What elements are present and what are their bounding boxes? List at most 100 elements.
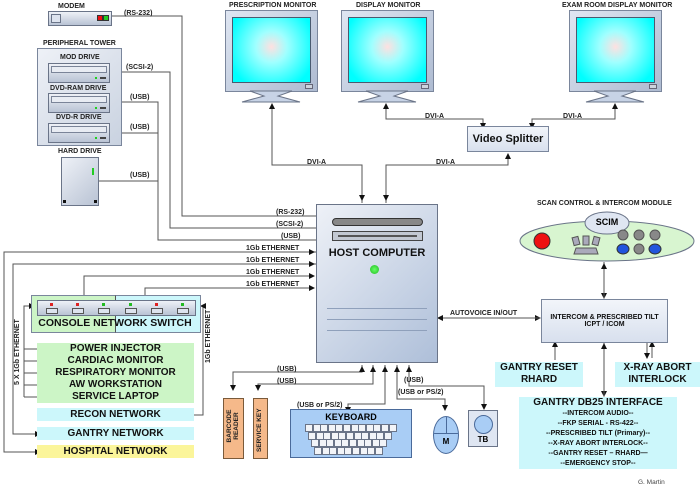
video-splitter[interactable]: Video Splitter bbox=[467, 126, 549, 152]
keyboard-key bbox=[358, 424, 367, 432]
modem-title: MODEM bbox=[58, 3, 85, 10]
keyboard-key bbox=[352, 446, 360, 455]
modem-link-label: (RS-232) bbox=[124, 10, 153, 17]
keyboard-key bbox=[374, 446, 383, 455]
host-input-eth4: 1Gb ETHERNET bbox=[246, 281, 300, 288]
console-network-switch[interactable] bbox=[37, 300, 196, 316]
keyboard-key bbox=[314, 446, 322, 455]
switch-port-2[interactable] bbox=[71, 302, 85, 314]
db25-line: --EMERGENCY STOP-- bbox=[560, 460, 636, 467]
wire-rs232 bbox=[110, 15, 316, 217]
mod-drive-title: MOD DRIVE bbox=[60, 54, 100, 61]
keyboard-key bbox=[359, 446, 368, 455]
keyboard-key bbox=[361, 431, 370, 440]
scim-red-button bbox=[533, 232, 551, 250]
switch-port-5[interactable] bbox=[150, 302, 163, 314]
mouse-title: M bbox=[442, 437, 450, 446]
host-input-eth3: 1Gb ETHERNET bbox=[246, 269, 300, 276]
db25-line: --FKP SERIAL - RS-422-- bbox=[557, 420, 639, 427]
switch-port-1[interactable] bbox=[45, 302, 59, 314]
keyboard[interactable]: KEYBOARD bbox=[290, 409, 412, 458]
switch-port-6[interactable] bbox=[176, 302, 189, 314]
modem-green-led-icon bbox=[103, 15, 109, 21]
host-input-scsi2: (SCSI-2) bbox=[276, 221, 304, 228]
dvd-r-drive-title: DVD-R DRIVE bbox=[56, 114, 102, 121]
mouse[interactable]: M bbox=[433, 416, 459, 454]
icpt-module[interactable]: INTERCOM & PRESCRIBED TILT ICPT / ICOM bbox=[541, 299, 668, 343]
dvd-ram-drive[interactable] bbox=[48, 93, 110, 113]
host-computer[interactable]: HOST COMPUTER bbox=[316, 204, 438, 363]
keyboard-key bbox=[381, 424, 389, 432]
keyboard-key bbox=[388, 424, 397, 432]
dvd-r-link-label: (USB) bbox=[130, 124, 150, 131]
display-monitor-stand bbox=[357, 90, 417, 103]
keyboard-key bbox=[330, 431, 339, 440]
gantry-db25-title: GANTRY DB25 INTERFACE bbox=[533, 397, 663, 408]
barcode-reader[interactable]: BARCODE READER bbox=[223, 398, 244, 459]
service-key[interactable]: SERVICE KEY bbox=[253, 398, 268, 459]
mod-drive[interactable] bbox=[48, 63, 110, 83]
wire-scsi2 bbox=[110, 71, 316, 229]
switch-port-3[interactable] bbox=[97, 302, 111, 314]
trackball[interactable]: TB bbox=[468, 410, 498, 447]
keyboard-link-label: (USB or PS/2) bbox=[297, 402, 343, 409]
keyboard-key bbox=[323, 431, 332, 440]
xray-abort-interlock[interactable]: X-RAY ABORT INTERLOCK bbox=[615, 362, 700, 387]
keyboard-key bbox=[364, 439, 373, 448]
keyboard-keys bbox=[305, 424, 397, 455]
hard-drive[interactable] bbox=[61, 157, 99, 206]
hospital-network[interactable]: HOSPITAL NETWORK bbox=[37, 445, 194, 458]
keyboard-key bbox=[350, 424, 359, 432]
scim-badge: SCIM bbox=[595, 217, 619, 227]
keyboard-key bbox=[376, 431, 385, 440]
exam-room-monitor[interactable] bbox=[569, 10, 662, 92]
keyboard-key bbox=[373, 424, 382, 432]
keyboard-key bbox=[341, 439, 350, 448]
keyboard-key bbox=[308, 431, 316, 440]
keyboard-key bbox=[343, 424, 351, 432]
host-drive-bay bbox=[332, 231, 423, 241]
host-slot-icon bbox=[332, 218, 423, 226]
host-power-led-icon bbox=[370, 265, 379, 274]
barcode-link-label: (USB) bbox=[277, 366, 297, 373]
display-monitor[interactable] bbox=[341, 10, 434, 92]
keyboard-key bbox=[320, 424, 329, 432]
keyboard-key bbox=[315, 431, 324, 440]
modem-device[interactable] bbox=[48, 11, 112, 26]
keyboard-key bbox=[333, 439, 342, 448]
modem-port-icon bbox=[51, 14, 61, 23]
db25-line: --GANTRY RESET – RHARD— bbox=[548, 450, 648, 457]
keyboard-key bbox=[346, 431, 354, 440]
client-service-laptop: SERVICE LAPTOP bbox=[72, 391, 159, 402]
switch-left-link-label: 5 X 1Gb ETHERNET bbox=[14, 319, 21, 385]
exam-room-monitor-screen bbox=[576, 17, 655, 83]
switch-port-4[interactable] bbox=[124, 302, 137, 314]
exam-room-monitor-stand bbox=[585, 90, 645, 103]
client-aw-workstation: AW WORKSTATION bbox=[69, 379, 162, 390]
dvd-ram-link-label: (USB) bbox=[130, 94, 150, 101]
keyboard-key bbox=[356, 439, 365, 448]
gantry-reset[interactable]: GANTRY RESET RHARD bbox=[495, 362, 583, 387]
client-cardiac-monitor: CARDIAC MONITOR bbox=[67, 355, 164, 366]
trackball-title: TB bbox=[477, 435, 489, 444]
recon-network[interactable]: RECON NETWORK bbox=[37, 408, 194, 421]
keyboard-key bbox=[311, 439, 319, 448]
keyboard-key bbox=[329, 446, 338, 455]
keyboard-key bbox=[318, 439, 327, 448]
trackball-ball-icon bbox=[474, 415, 493, 434]
prescription-monitor[interactable] bbox=[225, 10, 318, 92]
gantry-network[interactable]: GANTRY NETWORK bbox=[37, 427, 194, 440]
db25-line: --INTERCOM AUDIO-- bbox=[562, 410, 634, 417]
host-input-usb: (USB) bbox=[281, 233, 301, 240]
dvd-ram-drive-title: DVD-RAM DRIVE bbox=[50, 85, 107, 92]
autovoice-link-label: AUTOVOICE IN/OUT bbox=[450, 310, 518, 317]
prescription-monitor-stand bbox=[241, 90, 301, 103]
scim-module[interactable] bbox=[517, 208, 697, 264]
keyboard-key bbox=[365, 424, 374, 432]
keyboard-key bbox=[336, 446, 345, 455]
keyboard-key bbox=[338, 431, 347, 440]
dvd-r-drive[interactable] bbox=[48, 123, 110, 143]
gantry-db25-interface: GANTRY DB25 INTERFACE --INTERCOM AUDIO--… bbox=[519, 397, 677, 469]
service-key-link-label: (USB) bbox=[277, 378, 297, 385]
keyboard-key bbox=[305, 424, 313, 432]
